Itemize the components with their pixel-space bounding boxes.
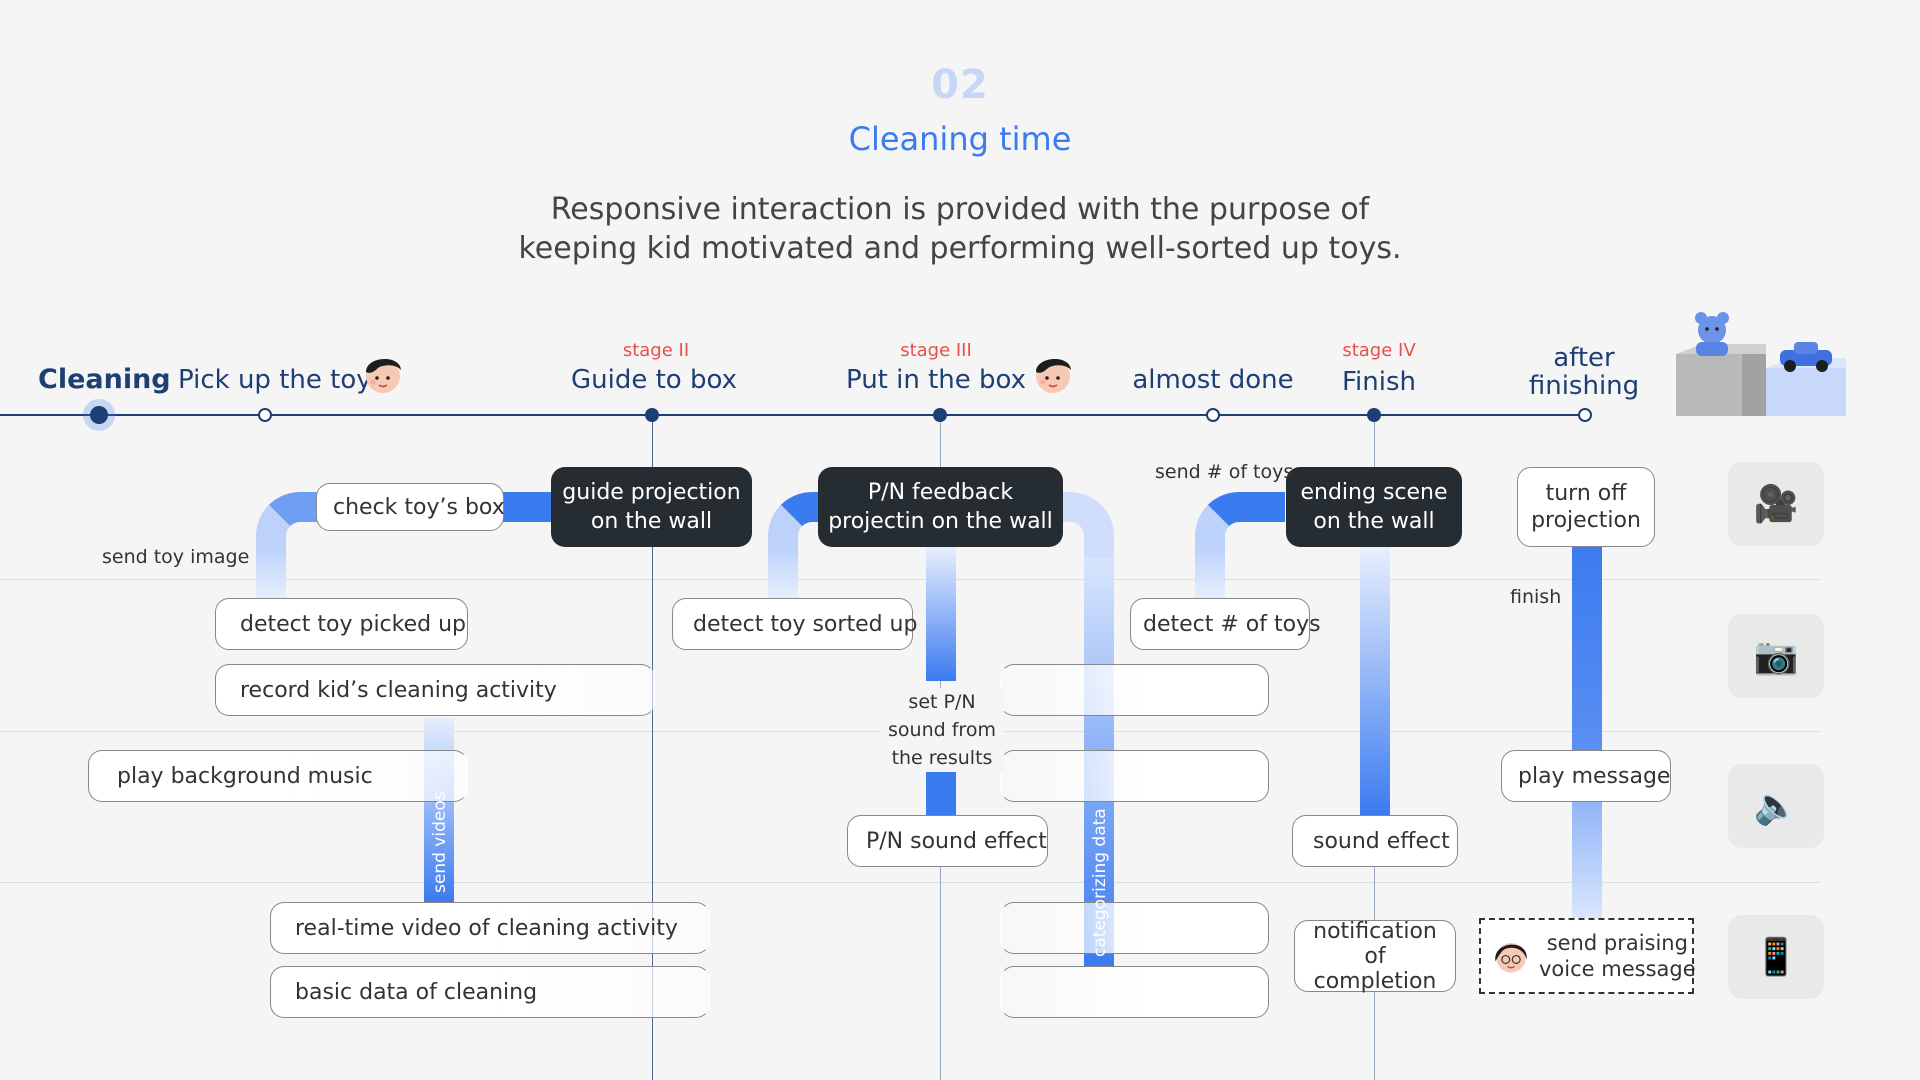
timeline-dot [258, 408, 272, 422]
flow-ending-down [1360, 545, 1390, 815]
realtime-video-pill-end [1000, 902, 1269, 954]
flow-pn-down [926, 545, 956, 681]
timeline-dot [1367, 408, 1381, 422]
stage-tag: stage III [900, 340, 972, 361]
timeline-dot-current [90, 406, 108, 424]
stage-tag: stage IV [1342, 340, 1416, 361]
toy-boxes-illustration [1676, 312, 1846, 416]
flow-label-line: the results [891, 747, 993, 769]
flow-count-curve [1195, 492, 1285, 552]
check-box-pill: check toy’s box [316, 483, 505, 531]
smartphone-icon: 📱 [1728, 915, 1824, 999]
detect-picked-pill: detect toy picked up [215, 598, 468, 650]
flow-send-videos [424, 718, 454, 902]
basic-data-pill-end [1000, 966, 1269, 1018]
camera-icon: 📷 [1728, 614, 1824, 698]
stage-label: Put in the box [845, 365, 1027, 395]
lane-divider [0, 882, 1820, 883]
stage-label-line: finishing [1528, 371, 1640, 401]
flow-label-line: sound from [888, 719, 996, 741]
flow-sorted-down [768, 548, 798, 598]
lane-divider [0, 579, 1820, 580]
flow-label: set P/N sound from the results [880, 688, 1004, 772]
stage-label: Finish [1341, 367, 1416, 397]
flow-to-guide [500, 492, 560, 522]
guide-projection-box: guide projection on the wall [551, 467, 752, 547]
timeline-dot [1206, 408, 1220, 422]
stage-label: after finishing [1484, 344, 1684, 400]
stage-tag: stage II [622, 340, 690, 361]
box-line: projection [1531, 508, 1641, 533]
timeline-dot [933, 408, 947, 422]
timeline-dot [1578, 408, 1592, 422]
realtime-video-pill: real-time video of cleaning activity [270, 902, 710, 954]
flow-label-line: set P/N [908, 691, 976, 713]
flow-pn-sound [926, 770, 956, 816]
sound-effect-pill: sound effect [1292, 815, 1458, 867]
timeline-axis [0, 414, 1588, 416]
box-line: ending scene [1300, 480, 1448, 505]
speaker-icon: 🔈 [1728, 764, 1824, 848]
box-line: voice message [1539, 957, 1696, 981]
play-message-pill: play message [1501, 750, 1671, 802]
description-line-2: keeping kid motivated and performing wel… [518, 231, 1402, 266]
flow-label-vertical: send videos [430, 791, 450, 893]
box-line: turn off [1545, 481, 1627, 506]
box-line: P/N feedback [867, 480, 1014, 505]
stage-2-line [652, 415, 653, 1080]
record-activity-pill-end [1000, 664, 1269, 716]
flow-label: finish [1510, 586, 1562, 608]
flow-finish [1572, 545, 1602, 750]
praise-message-pill: send praising voice message [1479, 918, 1696, 994]
stage-label: almost done [1132, 365, 1294, 395]
flow-label: send # of toys [1155, 461, 1294, 483]
box-line: send praising [1546, 931, 1688, 955]
stage-label: Pick up the toy [178, 365, 372, 395]
play-music-pill-end [1000, 750, 1269, 802]
description-line-1: Responsive interaction is provided with … [550, 192, 1370, 227]
detect-count-pill: detect # of toys [1130, 598, 1321, 650]
play-music-pill: play background music [88, 750, 468, 802]
box-line: notification [1313, 918, 1437, 944]
box-line: of completion [1313, 943, 1437, 994]
timeline-dot [645, 408, 659, 422]
box-line: on the wall [1313, 509, 1435, 534]
parent-face-icon [1495, 942, 1527, 973]
basic-data-pill: basic data of cleaning [270, 966, 710, 1018]
box-line: projectin on the wall [828, 509, 1053, 534]
flow-label: send toy image [102, 546, 250, 568]
box-line: on the wall [590, 509, 713, 534]
pn-sound-pill: P/N sound effect [847, 815, 1048, 867]
stage-label-line: after [1553, 343, 1615, 373]
flow-label-vertical: categorizing data [1090, 808, 1110, 957]
record-activity-pill: record kid’s cleaning activity [215, 664, 655, 716]
section-number: 02 [931, 62, 989, 108]
ending-scene-box: ending scene on the wall [1286, 467, 1462, 547]
section-label: Cleaning [38, 364, 171, 395]
section-description: Responsive interaction is provided with … [0, 190, 1920, 268]
box-line: guide projection [562, 480, 741, 505]
stage-label: Guide to box [571, 365, 737, 395]
flow-message-down [1572, 800, 1602, 920]
kid-face-icon [366, 358, 401, 393]
video-camera-icon: 🎥 [1728, 462, 1824, 546]
section-title: Cleaning time [848, 120, 1072, 158]
kid-face-icon [1036, 358, 1071, 393]
flow-count-down [1195, 548, 1225, 598]
detect-sorted-pill: detect toy sorted up [672, 598, 917, 650]
flow-send-image-down [256, 548, 286, 598]
pn-feedback-box: P/N feedback projectin on the wall [818, 467, 1063, 547]
